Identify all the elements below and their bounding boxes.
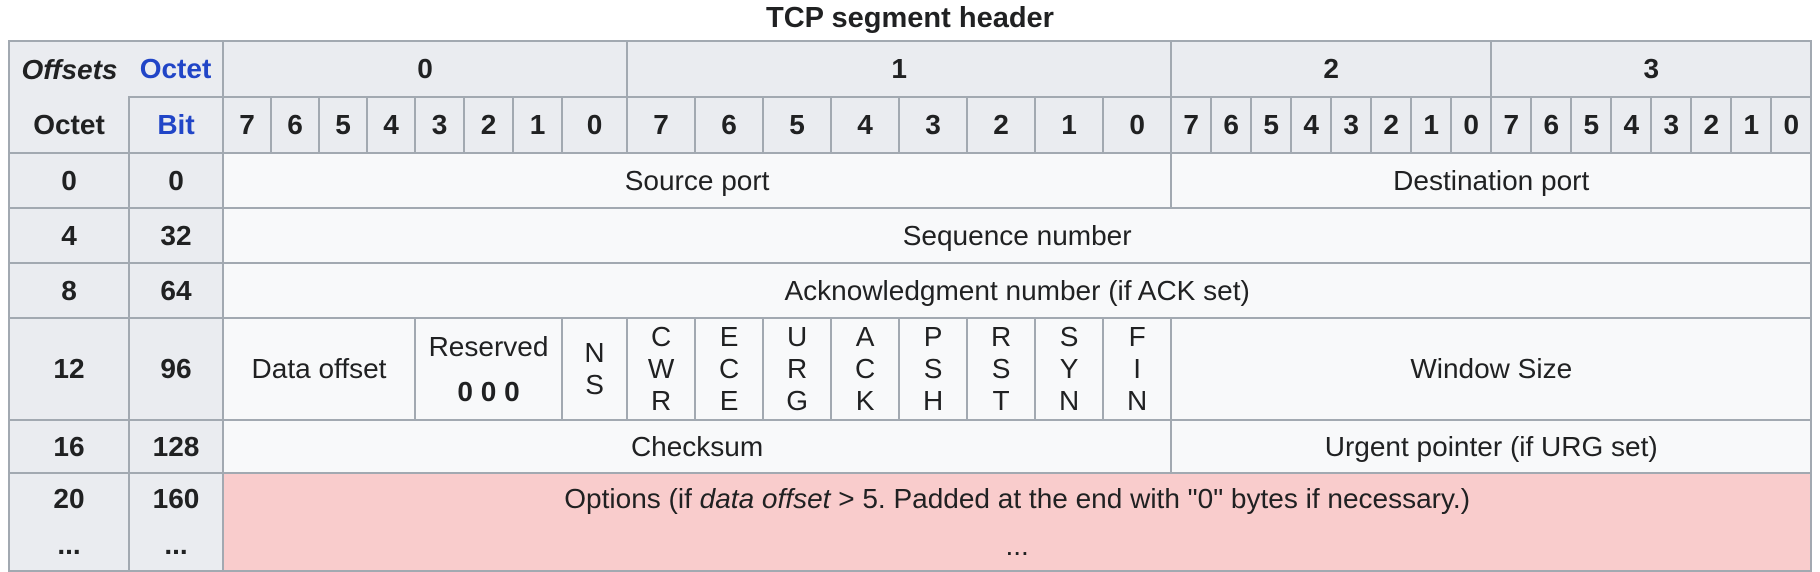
bit-number-cell: 0 (560, 96, 629, 154)
bit-offset-64: 64 (128, 262, 224, 319)
bit-number-cell: 0 (1770, 96, 1813, 154)
bit-number-cell: 7 (1490, 96, 1533, 154)
bit-number-cell: 6 (1530, 96, 1573, 154)
row-offset-0: 0 0 Source port Destination port (8, 152, 1813, 209)
field-reserved: Reserved 0 0 0 (414, 317, 563, 421)
bit-offset-0: 0 (128, 152, 224, 209)
octet-offset-20: 20 ... (8, 472, 130, 572)
options-ellipsis: ... (1005, 529, 1029, 561)
bit-number-cell: 5 (762, 96, 833, 154)
bit-number-cell: 2 (1370, 96, 1413, 154)
bit-number-cell: 1 (1410, 96, 1453, 154)
reserved-bits: 0 0 0 (457, 376, 520, 407)
field-data-offset: Data offset (222, 317, 416, 421)
row-offset-4: 4 32 Sequence number (8, 207, 1813, 264)
octet-offset-8: 8 (8, 262, 130, 319)
bit-link[interactable]: Bit (128, 96, 224, 154)
octet-group-3: 3 (1490, 40, 1813, 98)
bit-number-cell: 4 (1290, 96, 1333, 154)
row-offset-20: 20 ... 160 ... Options (if data offset >… (8, 472, 1813, 572)
bit-number-cell: 3 (1330, 96, 1373, 154)
octet-group-2: 2 (1170, 40, 1493, 98)
field-options: Options (if data offset > 5. Padded at t… (221, 472, 1813, 572)
bit-number-cell: 4 (366, 96, 416, 154)
options-italic: data offset (699, 482, 831, 514)
bit-number-cell: 2 (966, 96, 1037, 154)
options-text-line: Options (if data offset > 5. Padded at t… (230, 483, 1804, 515)
bit-number-cell: 2 (463, 96, 514, 154)
offsets-header: Offsets (8, 40, 129, 97)
bit-number-cell: 1 (1034, 96, 1105, 154)
bit-number-cell: 3 (898, 96, 969, 154)
bit-number-cell: 1 (512, 96, 563, 154)
options-prefix: Options (if (564, 482, 700, 514)
octet-group-1: 1 (626, 40, 1173, 98)
bit-offset-160-value: 160 (152, 483, 200, 514)
field-acknowledgment-number: Acknowledgment number (if ACK set) (221, 262, 1813, 319)
octet-offset-12: 12 (8, 317, 130, 421)
octet-link[interactable]: Octet (129, 40, 224, 98)
bit-number-cell: 6 (694, 96, 765, 154)
bit-offset-128: 128 (128, 419, 224, 474)
reserved-label: Reserved (428, 331, 549, 362)
octet-label: Octet (8, 97, 129, 154)
row-offset-8: 8 64 Acknowledgment number (if ACK set) (8, 262, 1813, 319)
octet-offset-20-value: 20 (53, 483, 85, 514)
octet-offset-4: 4 (8, 207, 130, 264)
field-urgent-pointer: Urgent pointer (if URG set) (1170, 419, 1813, 474)
bit-offset-96: 96 (128, 317, 224, 421)
bit-number-cell: 1 (1730, 96, 1773, 154)
bit-number-cell: 0 (1102, 96, 1173, 154)
bit-number-cell: 5 (318, 96, 368, 154)
bit-number-cell: 5 (1570, 96, 1613, 154)
page-title: TCP segment header (766, 2, 1054, 34)
bit-number-cell: 4 (830, 96, 901, 154)
bit-number-cell: 0 (1450, 96, 1493, 154)
octet-offset-16: 16 (8, 419, 130, 474)
octet-header-row: Offsets Octet 0 1 2 3 (8, 40, 1813, 98)
bit-number-cell: 7 (222, 96, 272, 154)
options-suffix: > 5. Padded at the end with "0" bytes if… (830, 482, 1471, 514)
bit-number-cell: 7 (626, 96, 697, 154)
bit-offset-more: ... (164, 529, 188, 560)
bit-number-cell: 7 (1170, 96, 1213, 154)
bit-number-cell: 2 (1690, 96, 1733, 154)
octet-offset-0: 0 (8, 152, 130, 209)
bit-number-cell: 3 (414, 96, 465, 154)
bit-number-cell: 4 (1610, 96, 1653, 154)
field-sequence-number: Sequence number (221, 207, 1813, 264)
row-offset-16: 16 128 Checksum Urgent pointer (if URG s… (8, 419, 1813, 474)
bit-number-cell: 6 (270, 96, 320, 154)
octet-group-0: 0 (221, 40, 629, 98)
bit-number-cell: 6 (1210, 96, 1253, 154)
bit-number-cell: 3 (1650, 96, 1693, 154)
field-destination-port: Destination port (1170, 152, 1813, 209)
field-window-size: Window Size (1170, 317, 1813, 421)
field-checksum: Checksum (221, 419, 1173, 474)
bit-offset-32: 32 (128, 207, 224, 264)
octet-offset-more: ... (57, 529, 81, 560)
bit-number-cell: 5 (1250, 96, 1293, 154)
field-source-port: Source port (221, 152, 1173, 209)
bit-offset-160: 160 ... (128, 472, 224, 572)
